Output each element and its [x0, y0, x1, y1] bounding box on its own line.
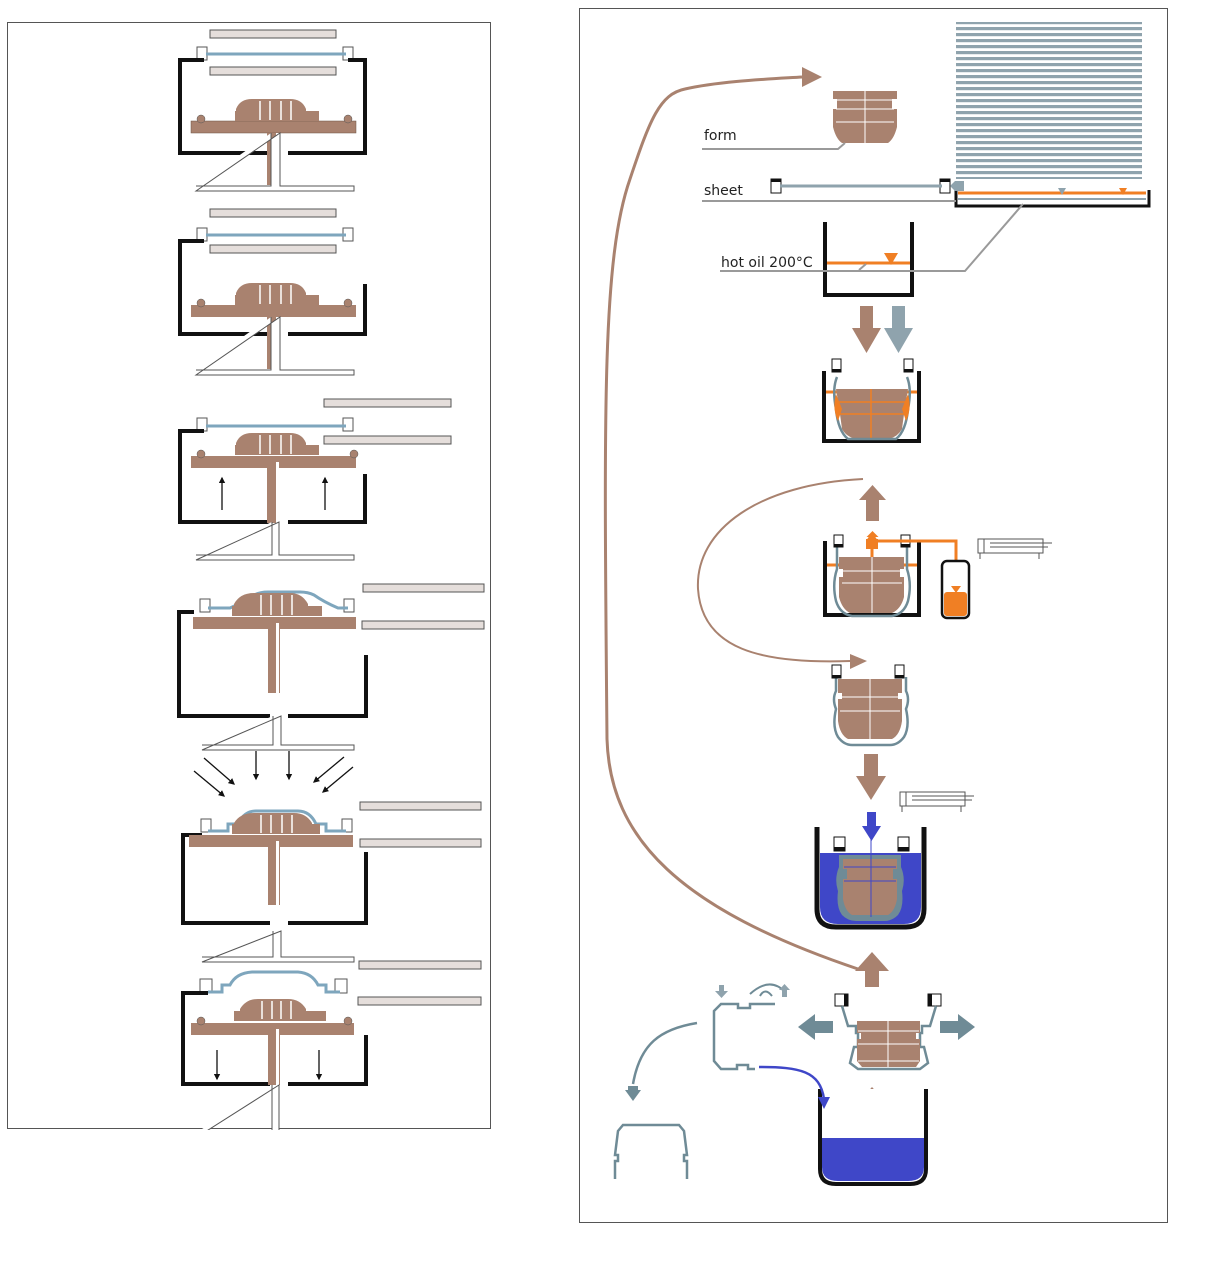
thermoforming-stages-panel	[7, 22, 491, 1130]
upper-heater	[359, 801, 482, 811]
lower-heater	[209, 66, 337, 76]
ejection-up-arrow	[855, 952, 889, 987]
base-plate	[194, 316, 355, 376]
platen-and-form	[191, 999, 354, 1130]
lower-heater	[359, 838, 482, 848]
pressure-arrow	[203, 757, 235, 785]
chamber-wall	[178, 58, 367, 155]
small-up-arrow	[779, 984, 790, 997]
pressure-arrow	[322, 766, 354, 793]
base-plate	[200, 1084, 280, 1130]
platen-and-form	[191, 433, 359, 524]
ejection-stage	[798, 993, 975, 1071]
lower-heater	[357, 996, 482, 1006]
clamp-right	[334, 978, 348, 994]
sheet-feed-arrow	[950, 181, 964, 191]
pressure-arrow	[193, 770, 225, 797]
sheet-down-arrow	[884, 306, 913, 353]
chamber-wall	[177, 610, 368, 718]
release-arrow-right	[940, 1014, 975, 1040]
form-down-arrow	[852, 306, 881, 353]
form-label-leader	[702, 142, 846, 150]
small-down-arrow	[715, 985, 728, 998]
base-plate	[194, 132, 355, 192]
base-plate	[201, 930, 355, 963]
lift-up-arrow	[859, 485, 886, 521]
clamp-right	[343, 598, 355, 613]
base-plate	[201, 715, 355, 751]
stage-6	[181, 960, 482, 1130]
down-arrow-to-water	[856, 754, 886, 800]
lower-heater	[209, 244, 337, 254]
upper-heater	[209, 29, 337, 39]
platen-and-form	[189, 813, 353, 939]
sheet-stack	[956, 22, 1142, 179]
lower-heater	[361, 620, 485, 630]
to-output-arrow	[631, 1021, 698, 1085]
stage-4	[177, 583, 485, 751]
platen-and-form	[193, 593, 356, 715]
stage-2	[178, 208, 367, 376]
return-loop-arrow	[603, 75, 859, 971]
stage-5	[181, 751, 482, 963]
process-flow-panel: form sheet hot oil 200°C	[579, 8, 1168, 1223]
actuator-cylinder-2	[899, 791, 974, 812]
clamp-right	[341, 818, 353, 833]
pressure-arrow	[313, 756, 345, 783]
hot-oil-dip-stage	[822, 358, 921, 443]
form-block	[833, 91, 897, 143]
chamber-wall	[181, 991, 368, 1086]
process-flow-drawing	[603, 22, 1151, 1186]
water-drip-arrow	[758, 1065, 826, 1100]
finished-part	[613, 1123, 689, 1179]
hot-oil-level-marker	[884, 253, 898, 265]
stage-1	[178, 29, 367, 192]
actuator-cylinder-1	[977, 538, 1052, 559]
clamp-left	[199, 598, 211, 613]
upper-heater	[362, 583, 485, 593]
sheet-label: sheet	[704, 183, 743, 199]
sheet-level-marker	[1058, 188, 1066, 195]
oil-drain-stage	[823, 531, 1052, 620]
drained-part	[831, 664, 910, 747]
water-quench-stage	[814, 812, 927, 930]
hot-oil-label: hot oil 200°C	[721, 255, 813, 271]
upper-heater	[323, 398, 452, 408]
hot-oil-label-leader	[720, 203, 1024, 272]
clamp-left	[200, 818, 212, 833]
side-loop-arrow	[696, 478, 864, 663]
return-loop-arrowhead	[802, 67, 822, 87]
release-arrow-left	[798, 1014, 833, 1040]
side-loop-arrowhead	[850, 654, 867, 669]
form-label: form	[704, 128, 737, 144]
rinse-tank	[818, 1089, 928, 1186]
upper-heater	[209, 208, 337, 218]
base-plate	[195, 521, 355, 561]
hot-oil-tank	[823, 222, 914, 297]
chamber-wall	[178, 429, 367, 524]
upper-heater	[358, 960, 482, 970]
sheet-stack-tray	[954, 186, 1151, 208]
lower-heater	[323, 435, 452, 445]
stages-drawing	[177, 29, 485, 1130]
oil-level-marker	[1119, 188, 1127, 195]
chamber-wall	[178, 239, 367, 336]
stage-3	[178, 398, 452, 561]
released-part	[208, 970, 340, 994]
removed-part	[625, 983, 830, 1109]
